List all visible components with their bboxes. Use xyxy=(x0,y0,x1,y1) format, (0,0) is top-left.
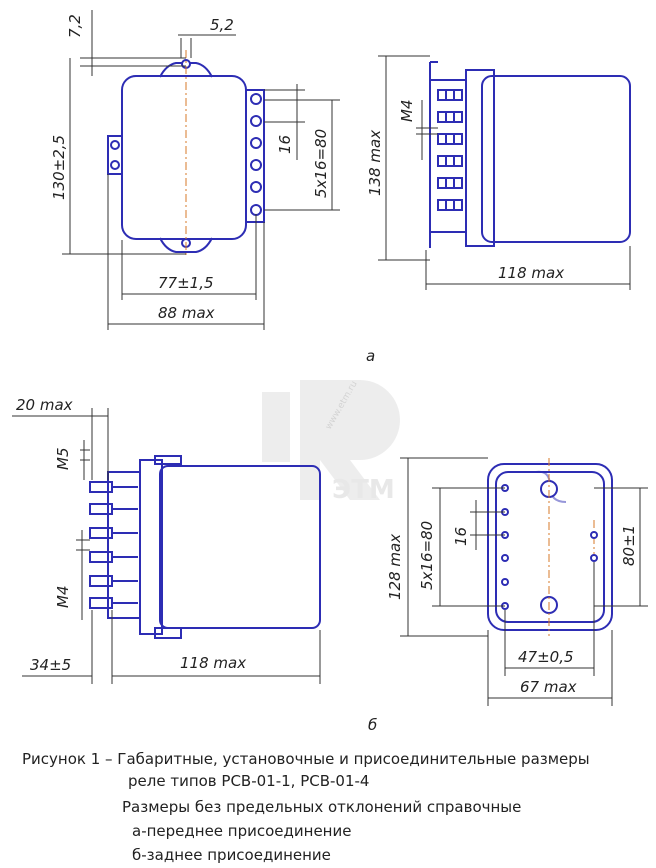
dim-height-a-front: 130±2,5 xyxy=(50,135,68,200)
view-b-label: б xyxy=(368,716,377,734)
rear-contact-points xyxy=(501,484,598,610)
dimension-lines-b-rear xyxy=(400,457,648,706)
dim-spacing-b: 80±1 xyxy=(620,525,638,566)
relay-body-side xyxy=(481,75,631,243)
dim-width-max-b: 67 max xyxy=(520,678,577,696)
dim-width-mount-b: 47±0,5 xyxy=(518,648,574,666)
caption-line-5: б-заднее присоединение xyxy=(132,846,331,864)
dim-height-max-a-side: 138 max xyxy=(366,130,384,196)
dim-height-max-b: 128 max xyxy=(386,534,404,600)
dim-width-mount-a: 77±1,5 xyxy=(158,274,214,292)
dim-hole-diameter: 5,2 xyxy=(210,16,234,34)
dim-pitch-series-a: 5x16=80 xyxy=(312,129,330,198)
dim-depth-max-a-side: 118 max xyxy=(498,264,564,282)
view-a-side: M4 138 max 118 max xyxy=(366,55,631,290)
left-terminal-pair xyxy=(107,135,123,175)
side-terminal-studs xyxy=(437,89,463,211)
dimension-lines-b-side xyxy=(12,408,321,684)
dim-thread-a-side: M4 xyxy=(398,100,416,123)
relay-body-front xyxy=(121,75,247,240)
relay-body-b-side xyxy=(159,465,321,629)
view-a-label: а xyxy=(366,347,375,365)
dim-depth-max-b: 118 max xyxy=(180,654,246,672)
dim-pitch-a: 16 xyxy=(276,135,294,154)
dim-top-gap: 7,2 xyxy=(66,14,84,38)
caption-line-3: Размеры без предельных отклонений справо… xyxy=(122,798,522,816)
dim-stud-offset-b: 34±5 xyxy=(30,656,71,674)
rear-terminal-studs xyxy=(89,481,138,609)
dim-thread-b-upper: M5 xyxy=(54,448,72,471)
dim-stud-length-b: 20 max xyxy=(16,396,73,414)
caption-line-1: Рисунок 1 – Габаритные, установочные и п… xyxy=(22,750,590,768)
dim-width-max-a: 88 max xyxy=(158,304,215,322)
right-terminal-column xyxy=(245,89,265,223)
dim-thread-b-lower: M4 xyxy=(54,586,72,609)
relay-body-rear xyxy=(487,463,613,631)
caption-line-2: реле типов РСВ-01-1, РСВ-01-4 xyxy=(128,772,370,790)
etm-watermark-logo: ЭТМ www.etm.ru xyxy=(262,380,400,505)
watermark-brand: ЭТМ xyxy=(332,475,395,505)
dimension-lines-a-side xyxy=(378,55,631,290)
view-b-rear: 128 max 5x16=80 16 80±1 47±0,5 67 max xyxy=(386,457,648,706)
bottom-mounting-ear xyxy=(159,237,213,253)
caption-line-4: а-переднее присоединение xyxy=(132,822,352,840)
dim-pitch-b: 16 xyxy=(452,527,470,546)
view-b-side: 20 max M5 M4 34±5 118 max xyxy=(12,396,321,684)
dim-pitch-series-b: 5x16=80 xyxy=(418,521,436,590)
view-a-front: 7,2 5,2 130±2,5 16 5x16=80 77±1,5 88 max xyxy=(50,10,340,330)
dimension-lines-a-front xyxy=(62,10,340,330)
